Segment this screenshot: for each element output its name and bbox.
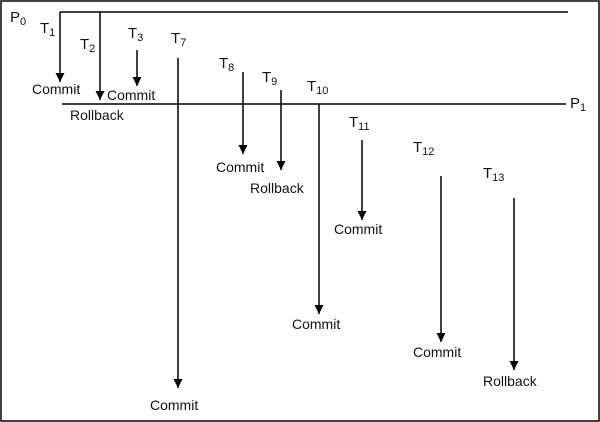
t12-outcome: Commit xyxy=(413,344,461,360)
t8-outcome: Commit xyxy=(216,159,264,175)
t7-label: T7 xyxy=(171,30,186,49)
t9-label: T9 xyxy=(262,69,277,88)
transaction-t11: T11 Commit xyxy=(334,114,382,237)
t2-outcome: Rollback xyxy=(70,107,125,123)
transaction-t1: T1 Commit xyxy=(32,16,80,97)
t13-outcome: Rollback xyxy=(483,373,538,389)
transaction-t3: T3 Commit xyxy=(107,25,155,103)
transaction-t13: T13 Rollback xyxy=(483,165,538,389)
t1-outcome: Commit xyxy=(32,81,80,97)
t13-label: T13 xyxy=(483,165,504,184)
transaction-t8: T8 Commit xyxy=(216,55,264,175)
transaction-t9: T9 Rollback xyxy=(250,69,305,196)
t10-label: T10 xyxy=(307,78,328,97)
t12-label: T12 xyxy=(413,139,434,158)
t8-label: T8 xyxy=(219,55,234,74)
transaction-t2: T2 Rollback xyxy=(70,12,125,123)
t2-label: T2 xyxy=(80,36,95,55)
t3-label: T3 xyxy=(128,25,143,44)
p1-label: P1 xyxy=(570,95,586,114)
p0-label: P0 xyxy=(10,9,26,28)
transaction-t10: T10 Commit xyxy=(292,78,340,332)
transaction-t12: T12 Commit xyxy=(413,139,461,360)
t3-outcome: Commit xyxy=(107,87,155,103)
t11-outcome: Commit xyxy=(334,221,382,237)
transaction-t7: T7 Commit xyxy=(150,30,198,413)
t11-label: T11 xyxy=(349,114,370,133)
t10-outcome: Commit xyxy=(292,316,340,332)
t1-label: T1 xyxy=(40,20,55,39)
t7-outcome: Commit xyxy=(150,397,198,413)
t9-outcome: Rollback xyxy=(250,180,305,196)
